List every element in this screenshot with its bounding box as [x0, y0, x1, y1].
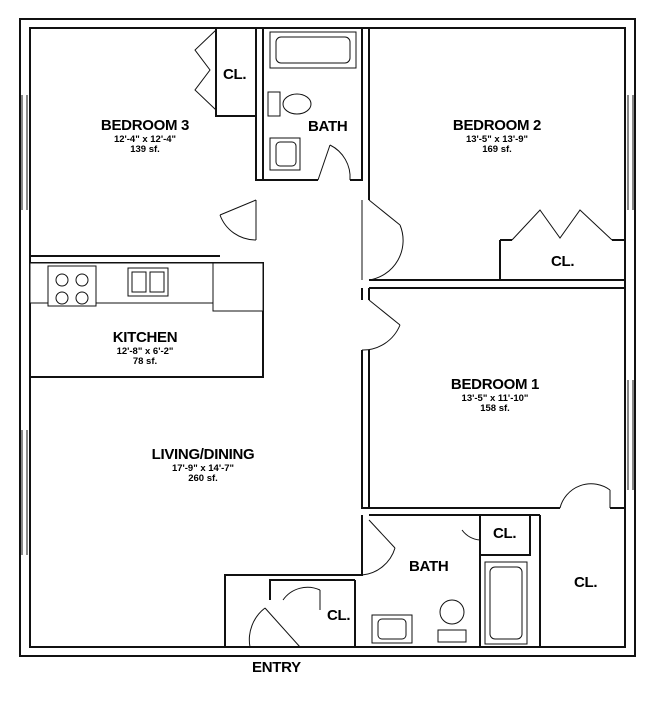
bedroom-3-closet-label: CL.	[223, 66, 247, 83]
bedroom-3-area: 139 sf.	[130, 143, 160, 155]
top-bath-label: BATH	[308, 118, 348, 135]
fixtures	[29, 31, 528, 645]
bedroom-1-name: BEDROOM 1	[450, 376, 540, 393]
kitchen-name: KITCHEN	[112, 329, 178, 346]
bedroom-3-dims: 12'-4" x 12'-4"	[113, 133, 177, 145]
bedroom-1-dims: 13'-5" x 11'-10"	[461, 392, 529, 404]
living-dining-name: LIVING/DINING	[151, 446, 255, 463]
living-dining-area: 260 sf.	[188, 472, 218, 484]
bedroom-2-closet-label: CL.	[551, 253, 575, 270]
bedroom-1-label: BEDROOM 1 13'-5" x 11'-10" 158 sf.	[450, 376, 540, 414]
entry-label: ENTRY	[252, 659, 301, 676]
bedroom-3-label: BEDROOM 3 12'-4" x 12'-4" 139 sf.	[100, 117, 190, 155]
interior-walls	[30, 28, 625, 647]
living-dining-dims: 17'-9" x 14'-7"	[171, 462, 235, 474]
bedroom-2-dims: 13'-5" x 13'-9"	[465, 133, 529, 145]
bedroom-2-area: 169 sf.	[482, 143, 512, 155]
entry-closet-label: CL.	[327, 607, 351, 624]
kitchen-dims: 12'-8" x 6'-2"	[116, 345, 174, 357]
windows	[21, 95, 634, 555]
bedroom-1-area: 158 sf.	[480, 402, 510, 414]
outer-walls	[19, 18, 636, 657]
kitchen-label: KITCHEN 12'-8" x 6'-2" 78 sf.	[112, 329, 178, 367]
living-dining-label: LIVING/DINING 17'-9" x 14'-7" 260 sf.	[151, 446, 255, 484]
bottom-bath-label: BATH	[409, 558, 449, 575]
bedroom-1-closet-label: CL.	[574, 574, 598, 591]
bedroom-2-label: BEDROOM 2 13'-5" x 13'-9" 169 sf.	[452, 117, 542, 155]
kitchen-area: 78 sf.	[132, 355, 158, 367]
bedroom-3-name: BEDROOM 3	[100, 117, 190, 134]
bath-closet-label: CL.	[493, 525, 517, 542]
bedroom-2-name: BEDROOM 2	[452, 117, 542, 134]
doors	[194, 29, 613, 648]
